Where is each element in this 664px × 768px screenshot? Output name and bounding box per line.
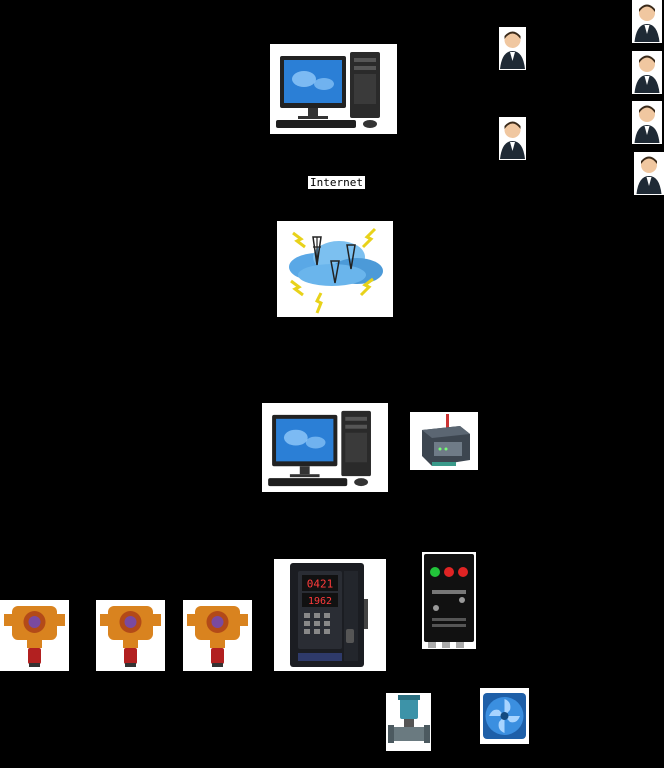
server-computer — [270, 44, 397, 134]
exhaust-fan-icon — [483, 693, 526, 739]
user-avatar-icon — [634, 55, 660, 93]
user-avatar-4 — [632, 51, 662, 94]
gsm-gateway — [410, 412, 478, 470]
alarm-controller: 0421 1962 — [274, 559, 386, 671]
desktop-computer-icon — [268, 410, 371, 487]
wireless-cloud-network — [277, 221, 393, 317]
user-avatar-5 — [632, 101, 662, 144]
controller-readout-bottom: 1962 — [308, 596, 332, 607]
user-avatar-icon — [636, 156, 662, 194]
user-avatar-1 — [499, 27, 526, 70]
desktop-computer-icon — [276, 52, 380, 128]
user-avatar-2 — [499, 117, 526, 160]
relay-control-box-icon — [424, 554, 474, 648]
alarm-controller-icon: 0421 1962 — [290, 563, 368, 667]
solenoid-valve — [386, 693, 431, 751]
user-avatar-icon — [500, 121, 525, 159]
wireless-cloud-icon — [289, 227, 383, 314]
user-avatar-icon — [500, 31, 525, 69]
user-avatar-3 — [632, 0, 662, 43]
user-avatar-6 — [634, 152, 664, 195]
control-box — [422, 552, 476, 649]
gas-detector-icon — [4, 606, 65, 667]
gas-detector-3 — [183, 600, 252, 671]
user-avatar-icon — [634, 105, 660, 143]
solenoid-valve-icon — [388, 695, 430, 743]
local-computer — [262, 403, 388, 492]
gas-detector-2 — [96, 600, 165, 671]
internet-label: Internet — [308, 176, 365, 189]
user-avatar-icon — [634, 4, 660, 42]
exhaust-fan — [480, 688, 529, 744]
gsm-router-icon — [422, 414, 470, 466]
gas-detector-1 — [0, 600, 69, 671]
controller-readout-top: 0421 — [307, 578, 334, 591]
gas-detector-icon — [100, 606, 161, 667]
gas-detector-icon — [187, 606, 248, 667]
